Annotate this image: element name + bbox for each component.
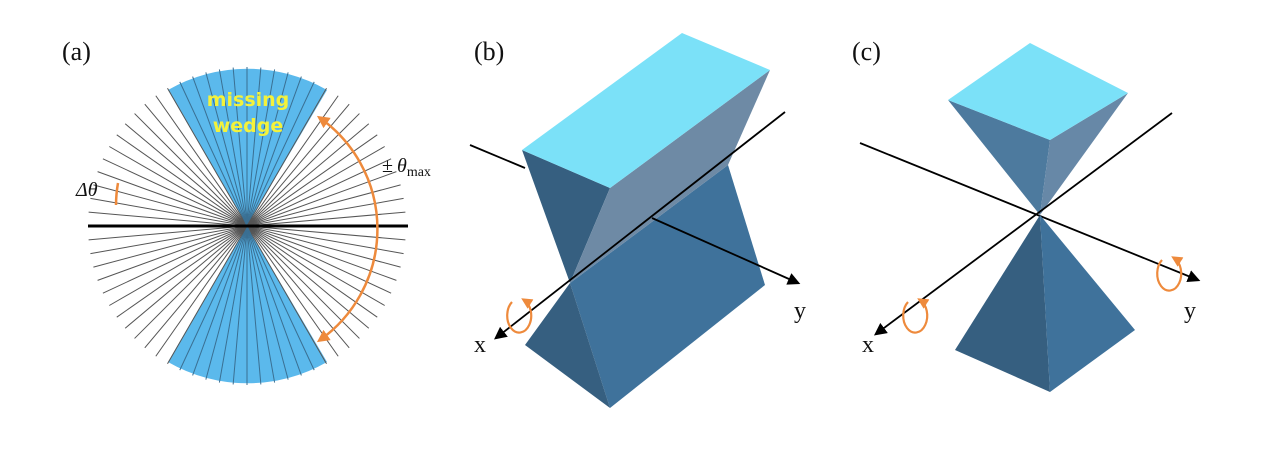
missing-wedge-label-2: wedge [213,115,284,137]
x-axis [494,111,786,340]
upper-pyramid-left [948,100,1050,215]
x-axis-label: x [862,332,874,358]
y-axis [859,142,1201,283]
theta-max-label: ±θmax [382,155,431,180]
panel-b-label: (b) [474,37,504,66]
upper-top-face [948,43,1128,140]
x-axis-label: x [474,332,486,358]
back-face-lower [570,165,765,408]
rotation-arrow-x [902,298,930,334]
delta-theta-label: Δθ [75,179,98,201]
y-axis-label: y [1184,298,1196,324]
panel-a-label: (a) [62,37,91,66]
x-axis [873,112,1173,336]
missing-wedge-label-1: missing [207,89,290,111]
top-face [522,33,770,188]
dark-face-lower [525,283,610,408]
lower-pyramid-left [955,215,1050,392]
upper-pyramid-right [1040,93,1128,215]
dark-face-upper [522,150,610,283]
rotation-arrow-x [506,298,534,334]
panel-b: (b) x y [469,33,806,408]
y-axis-back [469,144,526,169]
gray-face-upper [570,70,770,283]
panel-c: (c) x y [852,37,1201,392]
rotation-arrow-y [1156,256,1184,292]
lower-pyramid-right [1040,215,1135,392]
delta-theta-arc [114,182,120,206]
y-axis [651,217,801,285]
panel-a: (a) missing wedge Δθ ±θmax [62,37,431,385]
y-axis-label: y [794,298,806,324]
panel-c-label: (c) [852,37,881,66]
theta-max-arrow [316,115,379,343]
